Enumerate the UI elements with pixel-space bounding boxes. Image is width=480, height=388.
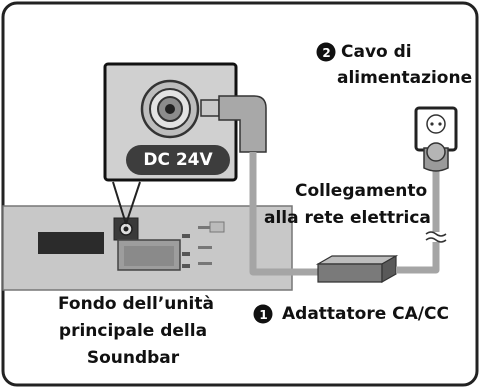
zoom-line-left	[112, 181, 127, 225]
power-cable-number: 2	[322, 46, 331, 60]
adapter-text: Adattatore CA/CC	[282, 304, 449, 324]
mains-connection-line1: Collegamento	[295, 181, 428, 201]
adapter-box	[315, 254, 399, 284]
adapter-label: 1 Adattatore CA/CC	[257, 301, 449, 328]
wall-outlet	[414, 106, 458, 172]
power-cable-line2: alimentazione	[337, 68, 473, 88]
unit-bottom-line1: Fondo dell’unità	[58, 294, 214, 314]
power-cable-label: 2 Cavo di	[320, 39, 412, 66]
power-cable	[396, 170, 440, 274]
soundbar-unit	[2, 205, 293, 291]
badge-2-shape	[316, 42, 336, 62]
zoom-line-right	[125, 181, 141, 225]
dc-plug	[200, 95, 267, 153]
dc-rating-label: DC 24V	[126, 145, 230, 175]
dc-cable	[249, 152, 318, 276]
badge-1-shape	[253, 304, 273, 324]
unit-bottom-line2: principale della	[58, 321, 208, 341]
mains-connection-line2: alla rete elettrica	[264, 208, 431, 228]
cable-break-mark	[425, 231, 447, 243]
adapter-number: 1	[259, 308, 268, 322]
unit-bottom-line3: Soundbar	[86, 348, 180, 368]
power-cable-line1: Cavo di	[341, 42, 412, 62]
